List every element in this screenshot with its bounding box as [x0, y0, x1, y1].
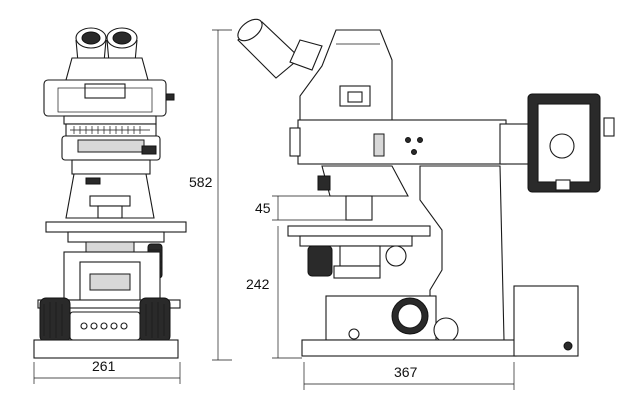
side-eyepiece: [237, 18, 323, 79]
side-head: [299, 29, 393, 121]
dim-label-front-width: 261: [92, 358, 116, 374]
dim-label-side-width: 367: [394, 364, 418, 380]
side-pillar: [419, 165, 505, 341]
dimension-lines: [33, 29, 515, 390]
front-upper-body: [61, 115, 161, 175]
side-power-box: [513, 285, 579, 357]
side-stage: [287, 225, 431, 277]
dim-label-stage-offset: 45: [255, 200, 271, 216]
front-eyepieces: [75, 27, 138, 63]
side-upper-body: [289, 119, 531, 165]
front-arm: [65, 173, 155, 219]
dim-label-total-height: 582: [189, 174, 213, 190]
side-nosepiece: [317, 165, 409, 221]
front-head: [43, 57, 175, 117]
dim-label-stage-height: 242: [246, 276, 270, 292]
front-view: [33, 27, 187, 359]
front-base: [33, 311, 179, 359]
front-lower-body: [37, 251, 181, 309]
side-lamp-house: [527, 93, 615, 193]
side-view: [237, 18, 615, 357]
